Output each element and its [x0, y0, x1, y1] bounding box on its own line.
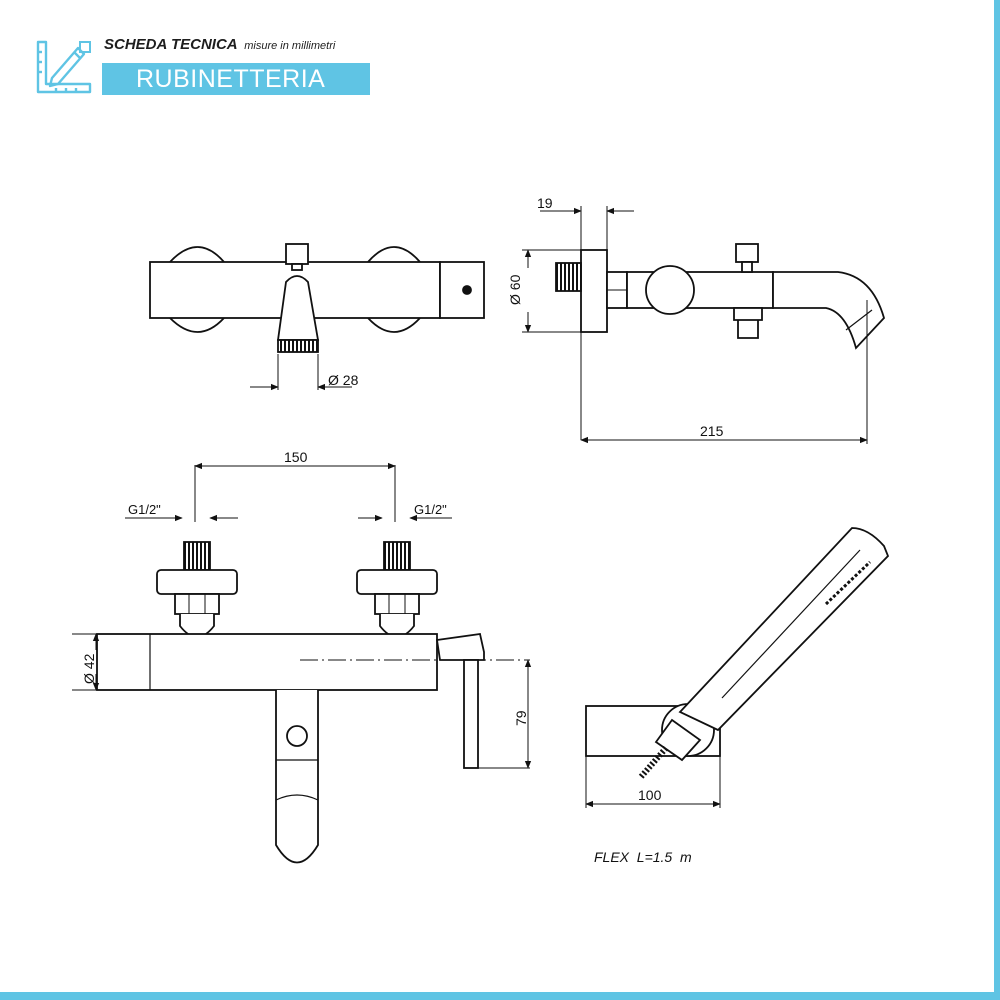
side-outlet [733, 307, 763, 339]
dim-hand-shower: 100 [638, 787, 662, 803]
front-view [72, 462, 532, 864]
right-inlet-thread [383, 541, 411, 571]
shower-handle [678, 527, 890, 732]
left-hex-nut [174, 593, 220, 615]
dim-side-length: 215 [700, 423, 724, 439]
sheet-title-text: SCHEDA TECNICA [104, 36, 238, 53]
dim-body-diameter: Ø 42 [81, 653, 97, 684]
dim-thread-right: G1/2" [414, 502, 447, 517]
diverter-knob [285, 243, 309, 265]
dim-spout-diameter: Ø 28 [328, 372, 359, 388]
right-hex-nut [374, 593, 420, 615]
right-wall-flange [367, 246, 421, 333]
spout-aerator [277, 339, 319, 353]
dim-side-diameter: Ø 60 [507, 274, 523, 305]
side-view [522, 206, 886, 444]
front-outlet [286, 725, 308, 747]
top-handle [439, 261, 485, 319]
side-handle [645, 265, 695, 315]
flex-note: FLEX L=1.5 m [594, 849, 692, 865]
left-flange [156, 569, 238, 595]
top-view [149, 243, 485, 391]
side-diverter-knob [735, 243, 759, 263]
category-band: RUBINETTERIA [102, 63, 370, 95]
bottom-accent-border [0, 992, 1000, 1000]
side-spout [772, 271, 886, 350]
shower-hose-fitting [654, 718, 702, 762]
top-spout [276, 275, 320, 341]
hand-shower-view [585, 527, 890, 808]
ruler-pencil-icon [36, 40, 92, 94]
front-body [96, 633, 438, 691]
front-lever-stem [463, 659, 479, 769]
sheet-title: SCHEDA TECNICA misure in millimetri [104, 36, 335, 53]
dim-centers: 150 [284, 449, 308, 465]
top-handle-dot [462, 285, 472, 295]
left-wall-flange [169, 246, 225, 333]
front-lever [435, 632, 485, 661]
dim-side-depth: 19 [537, 195, 553, 211]
dim-height: 79 [513, 710, 529, 726]
right-flange [356, 569, 438, 595]
left-inlet-thread [183, 541, 211, 571]
side-wall-plate [580, 249, 608, 333]
front-spout [275, 690, 319, 864]
right-accent-border [994, 0, 1000, 1000]
side-wall-thread [555, 262, 582, 292]
dim-thread-left: G1/2" [128, 502, 161, 517]
units-note: misure in millimetri [244, 40, 336, 52]
